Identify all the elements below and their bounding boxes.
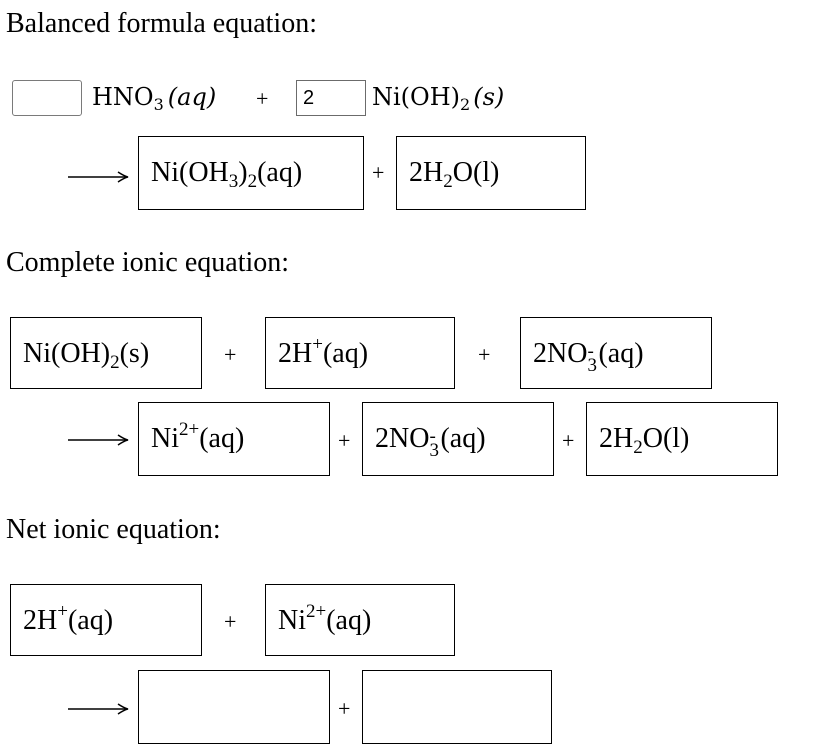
formula-coefficient-1-input[interactable] bbox=[12, 80, 82, 116]
complete-product-2: 2NO-3(aq) bbox=[375, 423, 486, 461]
net-plus-2: + bbox=[338, 696, 351, 721]
net-reactant-2: Ni2+(aq) bbox=[278, 601, 372, 636]
formula-reaction-arrow-icon bbox=[68, 170, 130, 184]
formula-product-2-box[interactable]: 2H2O(l) bbox=[396, 136, 586, 210]
complete-plus-1: + bbox=[224, 342, 237, 367]
formula-plus-1: + bbox=[256, 86, 269, 111]
formula-reactant-2: Ni(OH)2(s) bbox=[372, 83, 505, 114]
net-product-1-input[interactable] bbox=[138, 670, 330, 744]
formula-plus-2: + bbox=[372, 160, 385, 185]
complete-reactant-2: 2H+(aq) bbox=[278, 334, 369, 369]
formula-equation-heading: Balanced formula equation: bbox=[6, 8, 317, 39]
complete-reactant-1: Ni(OH)2(s) bbox=[23, 338, 150, 373]
complete-reactant-3-box[interactable]: 2NO-3(aq) bbox=[520, 317, 712, 389]
formula-reactant-1: HNO3(aq) bbox=[92, 83, 217, 114]
complete-plus-2: + bbox=[478, 342, 491, 367]
formula-coefficient-2-input[interactable] bbox=[296, 80, 366, 116]
formula-product-1: Ni(OH3)2(aq) bbox=[151, 157, 303, 192]
complete-reaction-arrow-icon bbox=[68, 433, 130, 447]
net-reactant-2-box[interactable]: Ni2+(aq) bbox=[265, 584, 455, 656]
complete-product-2-box[interactable]: 2NO-3(aq) bbox=[362, 402, 554, 476]
complete-reactant-3: 2NO-3(aq) bbox=[533, 338, 644, 376]
complete-product-3: 2H2O(l) bbox=[599, 423, 690, 458]
net-product-2-input[interactable] bbox=[362, 670, 552, 744]
net-reaction-arrow-icon bbox=[68, 702, 130, 716]
net-ionic-heading: Net ionic equation: bbox=[6, 514, 221, 545]
complete-product-1: Ni2+(aq) bbox=[151, 419, 245, 454]
net-reactant-1-box[interactable]: 2H+(aq) bbox=[10, 584, 202, 656]
complete-reactant-2-box[interactable]: 2H+(aq) bbox=[265, 317, 455, 389]
complete-plus-3: + bbox=[338, 428, 351, 453]
complete-product-1-box[interactable]: Ni2+(aq) bbox=[138, 402, 330, 476]
net-reactant-1: 2H+(aq) bbox=[23, 601, 114, 636]
formula-product-1-box[interactable]: Ni(OH3)2(aq) bbox=[138, 136, 364, 210]
complete-reactant-1-box[interactable]: Ni(OH)2(s) bbox=[10, 317, 202, 389]
complete-product-3-box[interactable]: 2H2O(l) bbox=[586, 402, 778, 476]
complete-plus-4: + bbox=[562, 428, 575, 453]
complete-ionic-heading: Complete ionic equation: bbox=[6, 247, 290, 278]
formula-product-2: 2H2O(l) bbox=[409, 157, 500, 192]
net-plus-1: + bbox=[224, 609, 237, 634]
